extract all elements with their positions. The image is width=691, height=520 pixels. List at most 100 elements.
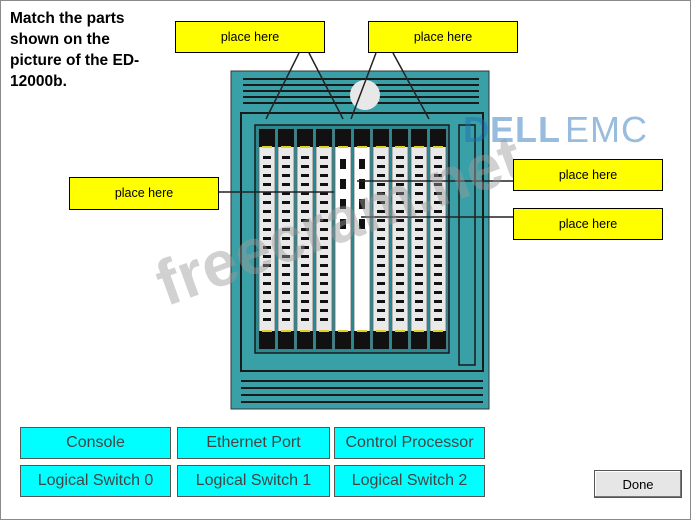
card-port	[263, 210, 271, 213]
card-port	[434, 228, 442, 231]
card-ejector-top	[430, 129, 446, 147]
card-ejector-top	[373, 129, 389, 147]
card-ejector-top	[316, 129, 332, 147]
card-port	[301, 165, 309, 168]
card-port	[434, 246, 442, 249]
card-port	[434, 273, 442, 276]
card-port	[396, 246, 404, 249]
card-port	[301, 237, 309, 240]
card-port	[434, 264, 442, 267]
card-port	[282, 282, 290, 285]
card-ejector-bottom	[354, 331, 370, 349]
drop-target-left[interactable]: place here	[69, 177, 219, 210]
card-port	[263, 192, 271, 195]
card-ejector-bottom	[297, 331, 313, 349]
card-port	[282, 291, 290, 294]
option-control-processor[interactable]: Control Processor	[334, 427, 485, 459]
card-port	[377, 264, 385, 267]
card-port	[282, 219, 290, 222]
card-port	[340, 219, 346, 229]
card-latch	[338, 146, 348, 148]
card-port	[282, 264, 290, 267]
card-port	[396, 183, 404, 186]
card-port	[377, 210, 385, 213]
card-port	[263, 318, 271, 321]
card-port	[377, 228, 385, 231]
card-ejector-top	[354, 129, 370, 147]
card-latch	[433, 330, 443, 332]
card-port	[434, 309, 442, 312]
card-port	[359, 179, 365, 189]
card-port	[320, 183, 328, 186]
drop-target-right-upper[interactable]: place here	[513, 159, 663, 191]
card-port	[320, 309, 328, 312]
card-port	[282, 183, 290, 186]
card-port	[359, 199, 365, 209]
drop-target-top-left[interactable]: place here	[175, 21, 325, 53]
card-port	[396, 237, 404, 240]
card-port	[263, 300, 271, 303]
card-port	[301, 219, 309, 222]
card-port	[396, 192, 404, 195]
card-port	[320, 228, 328, 231]
card-port	[415, 255, 423, 258]
card-latch	[414, 330, 424, 332]
card-port	[263, 165, 271, 168]
card-port	[434, 255, 442, 258]
card-latch	[262, 330, 272, 332]
card-port	[415, 264, 423, 267]
card-ejector-bottom	[316, 331, 332, 349]
drop-target-top-right[interactable]: place here	[368, 21, 518, 53]
card-port	[320, 273, 328, 276]
card-ejector-bottom	[373, 331, 389, 349]
done-button[interactable]: Done	[594, 470, 682, 498]
card-port	[415, 318, 423, 321]
card-ejector-bottom	[411, 331, 427, 349]
card-port	[320, 201, 328, 204]
option-logical-switch-1[interactable]: Logical Switch 1	[177, 465, 330, 497]
card-port	[263, 174, 271, 177]
card-port	[263, 219, 271, 222]
option-console[interactable]: Console	[20, 427, 171, 459]
card-port	[282, 318, 290, 321]
card-port	[301, 309, 309, 312]
card-port	[320, 156, 328, 159]
card-ejector-top	[259, 129, 275, 147]
card-port	[377, 156, 385, 159]
card-port	[396, 282, 404, 285]
card-port	[301, 273, 309, 276]
card-port	[377, 318, 385, 321]
card-port	[263, 183, 271, 186]
card-port	[320, 210, 328, 213]
card-port	[415, 228, 423, 231]
card-port	[301, 255, 309, 258]
card-port	[396, 318, 404, 321]
card-port	[415, 300, 423, 303]
card-port	[282, 246, 290, 249]
card-port	[434, 201, 442, 204]
drop-target-right-lower[interactable]: place here	[513, 208, 663, 240]
card-port	[415, 165, 423, 168]
card-port	[301, 291, 309, 294]
card-port	[377, 201, 385, 204]
card-latch	[433, 146, 443, 148]
option-ethernet-port[interactable]: Ethernet Port	[177, 427, 330, 459]
card-port	[415, 237, 423, 240]
card-port	[377, 309, 385, 312]
option-logical-switch-2[interactable]: Logical Switch 2	[334, 465, 485, 497]
card-port	[359, 159, 365, 169]
card-ejector-top	[411, 129, 427, 147]
card-port	[282, 201, 290, 204]
card-port	[263, 309, 271, 312]
card-port	[377, 291, 385, 294]
card-port	[320, 282, 328, 285]
card-port	[263, 255, 271, 258]
card-port	[263, 291, 271, 294]
card-port	[396, 156, 404, 159]
card-port	[301, 264, 309, 267]
card-port	[377, 183, 385, 186]
option-logical-switch-0[interactable]: Logical Switch 0	[20, 465, 171, 497]
card-ejector-bottom	[278, 331, 294, 349]
card-port	[377, 219, 385, 222]
card-ejector-top	[297, 129, 313, 147]
